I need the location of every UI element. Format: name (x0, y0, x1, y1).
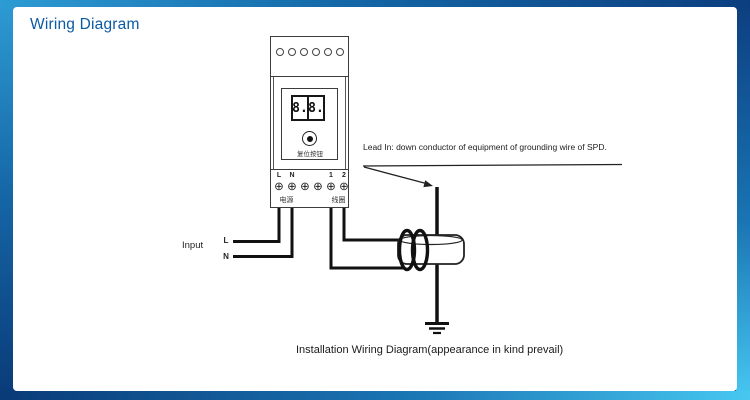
screw-terminal-icon: ⊕ (326, 181, 336, 193)
vent-hole (299, 48, 308, 56)
terminal-label-2: 2 (342, 172, 346, 179)
reset-button-dot (306, 135, 313, 142)
screw-terminal-icon: ⊕ (313, 181, 323, 193)
seven-segment-display: 8. 8. (291, 95, 325, 121)
power-terminals-label: 电源 (279, 197, 294, 204)
diagram-caption: Installation Wiring Diagram(appearance i… (296, 344, 564, 356)
frame-top-border (0, 0, 750, 8)
wire-coil-1 (329, 208, 405, 270)
frame-left-border (0, 0, 14, 400)
frame-bottom-border (0, 391, 750, 400)
input-label: Input (182, 240, 204, 251)
page-title: Wiring Diagram (30, 16, 140, 33)
pointer-arrow-head (423, 180, 433, 188)
vent-hole (275, 48, 284, 56)
terminal-section-divider (270, 169, 349, 170)
reset-button (302, 131, 317, 146)
ct-ring-rim (399, 234, 463, 246)
ct-coil-turn-2 (410, 228, 430, 272)
reset-button-label: 复位按钮 (297, 151, 323, 158)
content-panel (13, 7, 737, 391)
vent-hole (287, 48, 296, 56)
coil-terminals-label: 线圈 (331, 197, 346, 204)
display-digit: 8. (307, 95, 325, 121)
vent-hole (311, 48, 320, 56)
ct-coil-turn-1 (397, 228, 417, 272)
frame-right-border (736, 0, 750, 400)
note-underline (362, 163, 623, 167)
terminal-label-1: 1 (329, 172, 333, 179)
lead-in-note: Lead In: down conductor of equipment of … (363, 142, 607, 152)
wire-coil-2 (342, 208, 407, 242)
terminal-label-l: L (276, 172, 282, 179)
screw-terminal-icon: ⊕ (300, 181, 310, 193)
line-l-label: L (223, 235, 229, 245)
vent-hole (335, 48, 344, 56)
terminal-label-n: N (289, 172, 295, 179)
vent-hole (323, 48, 332, 56)
device-top-divider (270, 76, 349, 77)
line-n-label: N (223, 251, 229, 261)
wire-input-n (233, 208, 294, 258)
wire-input-l (233, 208, 281, 243)
device-vent-row (274, 48, 345, 56)
screw-terminal-icon: ⊕ (274, 181, 284, 193)
device-body-inset (273, 77, 346, 170)
screw-terminal-icon: ⊕ (287, 181, 297, 193)
device-front-panel (281, 88, 338, 160)
screw-terminal-icon: ⊕ (339, 181, 349, 193)
pointer-arrow-shaft (363, 166, 429, 185)
